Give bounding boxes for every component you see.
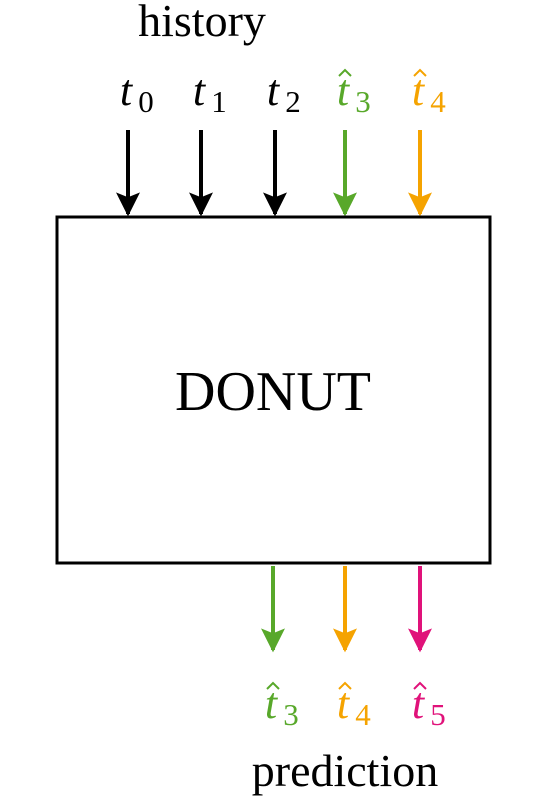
output-label-1-subscript: 4 xyxy=(355,697,371,732)
input-label-1-base: t xyxy=(193,66,207,115)
output-label-2-subscript: 5 xyxy=(430,697,446,732)
input-label-4-subscript: 4 xyxy=(430,84,446,119)
input-label-2-subscript: 2 xyxy=(285,84,301,119)
output-label-0-hat xyxy=(266,681,280,690)
output-label-0-subscript: 3 xyxy=(283,697,299,732)
input-label-1-subscript: 1 xyxy=(211,84,227,119)
output-label-1-base: t xyxy=(337,679,351,728)
history-title: history xyxy=(138,0,266,46)
output-arrows xyxy=(261,566,432,653)
input-label-0-base: t xyxy=(120,66,134,115)
output-label-0-base: t xyxy=(265,679,279,728)
input-label-2-base: t xyxy=(267,66,281,115)
donut-model-box xyxy=(55,215,492,565)
input-label-3-hat xyxy=(338,68,352,77)
input-arrows xyxy=(116,130,432,217)
input-label-3-base: t xyxy=(337,66,351,115)
input-label-4-base: t xyxy=(412,66,426,115)
output-label-2-hat xyxy=(413,681,427,690)
input-label-4-hat xyxy=(413,68,427,77)
input-label-3-subscript: 3 xyxy=(355,84,371,119)
model-label: DONUT xyxy=(175,361,371,423)
input-label-0-subscript: 0 xyxy=(138,84,154,119)
output-label-2-base: t xyxy=(412,679,426,728)
prediction-title: prediction xyxy=(252,745,439,796)
output-label-1-hat xyxy=(338,681,352,690)
